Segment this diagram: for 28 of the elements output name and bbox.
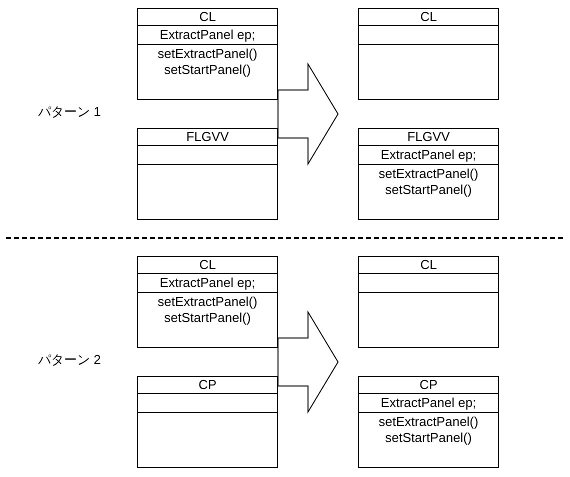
- pattern-label: パターン 2: [38, 351, 101, 369]
- pattern-label: パターン 1: [38, 103, 101, 121]
- attribute-text: ExtractPanel ep;: [160, 275, 256, 291]
- block-arrow: [278, 310, 339, 414]
- class-box: [358, 128, 499, 220]
- block-arrow: [278, 62, 339, 166]
- method-text: setExtractPanel() setStartPanel(): [156, 294, 258, 327]
- class-box: [358, 256, 499, 348]
- class-name: CP: [419, 377, 438, 393]
- class-name: CL: [420, 9, 437, 25]
- class-box: [358, 376, 499, 468]
- attribute-text: ExtractPanel ep;: [160, 27, 256, 43]
- class-name: CP: [198, 377, 217, 393]
- method-text: setExtractPanel() setStartPanel(): [156, 46, 258, 79]
- method-text: setExtractPanel() setStartPanel(): [378, 166, 480, 199]
- class-name: CL: [199, 9, 216, 25]
- attribute-text: ExtractPanel ep;: [380, 147, 476, 163]
- class-box: [358, 8, 499, 100]
- attribute-text: ExtractPanel ep;: [380, 395, 476, 411]
- class-name: FLGVV: [407, 129, 450, 145]
- method-text: setExtractPanel() setStartPanel(): [378, 414, 480, 447]
- class-name: FLGVV: [186, 129, 229, 145]
- class-box: [137, 8, 278, 100]
- class-name: CL: [420, 257, 437, 273]
- class-name: CL: [199, 257, 216, 273]
- class-box: [137, 376, 278, 468]
- class-box: [137, 128, 278, 220]
- class-box: [137, 256, 278, 348]
